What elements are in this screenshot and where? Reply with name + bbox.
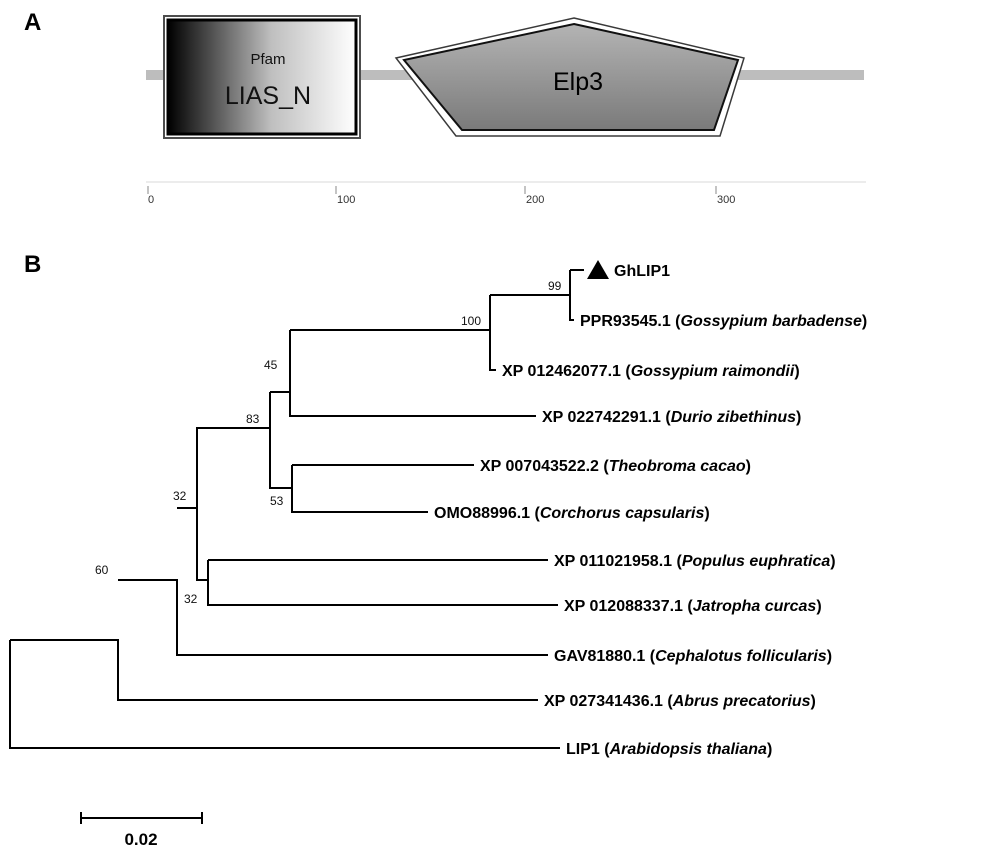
leaf-label: XP 011021958.1 (Populus euphratica) [554, 553, 836, 570]
bootstrap-value: 100 [461, 314, 481, 328]
leaf-accession: XP 022742291.1 [542, 409, 661, 426]
panel-a-label: A [24, 9, 41, 36]
leaf-label: XP 022742291.1 (Durio zibethinus) [542, 409, 801, 426]
scale-bar: 0.02 [80, 812, 203, 849]
residue-axis: 0 100 200 300 [146, 181, 866, 206]
leaf-label: XP 027341436.1 (Abrus precatorius) [544, 693, 816, 710]
leaf-label: XP 007043522.2 (Theobroma cacao) [480, 458, 751, 475]
leaf-species: Populus euphratica [682, 553, 831, 570]
leaf-species: Gossypium barbadense [681, 313, 862, 330]
bootstrap-value: 99 [548, 279, 562, 293]
bootstrap-value: 83 [246, 412, 260, 426]
tree-branch [270, 391, 536, 417]
leaf-species: Abrus precatorius [672, 693, 811, 710]
highlight-triangle-icon [587, 260, 609, 279]
leaf-species: Arabidopsis thaliana [609, 741, 767, 758]
leaf-species: Durio zibethinus [671, 409, 796, 426]
leaf-label: OMO88996.1 (Corchorus capsularis) [434, 505, 710, 522]
bootstrap-value: 53 [270, 494, 284, 508]
leaf-accession: OMO88996.1 [434, 505, 530, 522]
domain-source-label: Pfam [250, 51, 285, 68]
elp3-domain-shape [402, 22, 740, 131]
tree-branch [490, 294, 574, 321]
tree-branch [9, 640, 560, 749]
leaf-species: Corchorus capsularis [540, 505, 705, 522]
residue-tick-label: 100 [337, 194, 355, 206]
domain-name-elp3: Elp3 [553, 68, 603, 96]
domain-name-lias-n: LIAS_N [225, 82, 311, 110]
residue-tick-label: 0 [148, 194, 154, 206]
bootstrap-value: 60 [95, 563, 109, 577]
leaf-label: LIP1 (Arabidopsis thaliana) [566, 741, 772, 758]
tree-branch [118, 579, 548, 656]
leaf-accession: XP 011021958.1 [554, 553, 672, 570]
bootstrap-value: 32 [184, 592, 198, 606]
residue-tick-label: 200 [526, 194, 544, 206]
lias-n-domain-box [166, 18, 358, 136]
leaf-accession: XP 007043522.2 [480, 458, 599, 475]
leaf-species: Gossypium raimondii [631, 363, 795, 380]
leaf-label: GAV81880.1 (Cephalotus follicularis) [554, 648, 832, 665]
leaf-species: Theobroma cacao [609, 458, 746, 475]
panel-b-label: B [24, 251, 41, 278]
tree-branch [290, 329, 496, 371]
bootstrap-value: 45 [264, 358, 278, 372]
leaf-species: Jatropha curcas [693, 598, 817, 615]
tree-branch [207, 560, 558, 606]
leaf-accession: PPR93545.1 [580, 313, 671, 330]
tree-branch [291, 465, 428, 513]
bootstrap-value: 32 [173, 489, 187, 503]
tree-branch [269, 392, 292, 489]
protein-domain-diagram: Pfam LIAS_N Elp3 0 100 200 300 [146, 15, 866, 206]
elp3-domain: Elp3 [394, 17, 745, 137]
phylogenetic-tree: 99 100 45 83 53 32 32 60 GhLIP1 PPR93545… [9, 260, 867, 758]
leaf-label: XP 012088337.1 (Jatropha curcas) [564, 598, 822, 615]
lias-n-domain: Pfam LIAS_N [163, 15, 361, 139]
residue-tick-label: 300 [717, 194, 735, 206]
leaf-accession: LIP1 [566, 741, 600, 758]
leaf-accession: GhLIP1 [614, 263, 670, 280]
leaf-label: XP 012462077.1 (Gossypium raimondii) [502, 363, 800, 380]
tree-branch [196, 427, 270, 508]
leaf-species: Cephalotus follicularis [655, 648, 827, 665]
leaf-label-ghlip1: GhLIP1 [614, 263, 670, 280]
tree-branch [177, 507, 208, 581]
leaf-label: PPR93545.1 (Gossypium barbadense) [580, 313, 867, 330]
leaf-accession: XP 012088337.1 [564, 598, 683, 615]
scale-bar-label: 0.02 [124, 830, 157, 849]
leaf-accession: XP 027341436.1 [544, 693, 663, 710]
leaf-accession: GAV81880.1 [554, 648, 645, 665]
tree-branch [10, 639, 538, 701]
leaf-accession: XP 012462077.1 [502, 363, 621, 380]
